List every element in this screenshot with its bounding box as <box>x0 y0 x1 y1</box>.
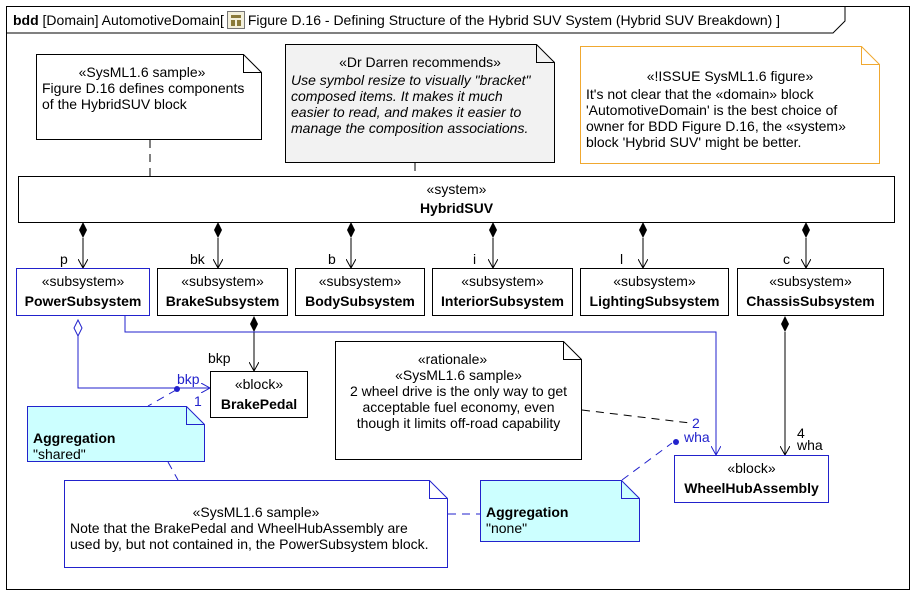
note-stereotype: «rationale» <box>417 351 488 367</box>
role-bkp-shared: bkp <box>177 371 200 387</box>
composition-hybrid-power[interactable] <box>79 222 87 268</box>
role-b: b <box>328 251 336 267</box>
block-hybridsuv[interactable]: «system» HybridSUV <box>18 176 895 223</box>
note-text-line: block 'Hybrid SUV' might be better. <box>586 134 802 150</box>
block-name: BodySubsystem <box>305 293 415 309</box>
note-darren[interactable]: «Dr Darren recommends» Use symbol resize… <box>285 44 555 163</box>
note-value: "none" <box>486 520 528 536</box>
note-stereotype: «!ISSUE SysML1.6 figure» <box>646 68 814 84</box>
anchor-agg-shared-to-bkp <box>147 389 177 407</box>
note-text-line: It's not clear that the «domain» block <box>586 86 814 102</box>
block-stereotype: «subsystem» <box>769 273 852 289</box>
note-sample-bottom[interactable]: «SysML1.6 sample» Note that the BrakePed… <box>64 480 448 568</box>
note-value: "shared" <box>33 446 86 462</box>
note-aggregation-shared[interactable]: Aggregation "shared" <box>27 406 205 462</box>
anchor-rationale-to-wha <box>581 409 691 424</box>
note-issue[interactable]: «!ISSUE SysML1.6 figure» It's not clear … <box>580 46 880 164</box>
frame-label-tab <box>7 7 846 34</box>
role-bk: bk <box>190 251 205 267</box>
block-name: HybridSUV <box>419 200 494 216</box>
block-stereotype: «system» <box>426 181 487 197</box>
anchor-agg-none-to-wha <box>621 442 673 481</box>
role-p: p <box>60 251 68 267</box>
role-c: c <box>783 251 790 267</box>
note-stereotype-2: «SysML1.6 sample» <box>395 367 522 383</box>
block-name: PowerSubsystem <box>24 293 142 309</box>
composition-chassis-wheelhub[interactable] <box>781 316 789 455</box>
frame-header: bdd [Domain] AutomotiveDomain[ Figure D.1… <box>7 7 786 33</box>
note-text-line: owner for BDD Figure D.16, the «system» <box>586 118 846 134</box>
composition-hybrid-lighting[interactable] <box>639 222 647 268</box>
frame-kind: bdd <box>13 12 39 28</box>
note-stereotype: «Dr Darren recommends» <box>339 54 501 70</box>
multiplicity-bkp: 1 <box>194 393 202 409</box>
note-rationale[interactable]: «rationale» «SysML1.6 sample» 2 wheel dr… <box>335 341 582 460</box>
block-name: ChassisSubsystem <box>746 293 875 309</box>
block-interiorsubsystem[interactable]: «subsystem» InteriorSubsystem <box>432 268 573 316</box>
block-stereotype: «subsystem» <box>41 273 125 289</box>
composition-hybrid-body[interactable] <box>347 222 355 268</box>
role-i: i <box>473 251 477 267</box>
block-wheelhubassembly[interactable]: «block» WheelHubAssembly <box>674 455 829 503</box>
note-text-line: though it limits off-road capability <box>356 415 561 431</box>
multiplicity-wha: 4 <box>797 425 805 441</box>
shared-aggregation-power-brakepedal[interactable] <box>73 318 210 388</box>
note-text-line: Note that the BrakePedal and WheelHubAss… <box>70 520 408 536</box>
block-name: LightingSubsystem <box>589 293 720 309</box>
note-text-line: composed items. It makes it much <box>291 88 503 104</box>
note-text-line: of the HybridSUV block <box>42 96 187 112</box>
frame-title: Figure D.16 - Defining Structure of the … <box>247 12 781 28</box>
note-aggregation-none[interactable]: Aggregation "none" <box>480 480 640 542</box>
role-wha: wha <box>797 437 823 453</box>
note-text-line: acceptable fuel economy, even <box>362 399 555 415</box>
block-name: WheelHubAssembly <box>684 480 819 496</box>
block-stereotype: «block» <box>727 460 776 476</box>
note-text-line: easier to read, and makes it easier to <box>291 104 522 120</box>
block-chassissubsystem[interactable]: «subsystem» ChassisSubsystem <box>737 268 884 316</box>
diagram-icon <box>226 11 245 29</box>
anchor-dot-wha <box>673 439 679 445</box>
block-stereotype: «subsystem» <box>461 273 544 289</box>
note-title: Aggregation <box>33 430 116 446</box>
composition-hybrid-chassis[interactable] <box>802 222 810 268</box>
note-title: Aggregation <box>486 504 569 520</box>
frame-context: [Domain] AutomotiveDomain[ <box>42 12 224 28</box>
block-bodysubsystem[interactable]: «subsystem» BodySubsystem <box>295 268 425 316</box>
diagram-frame: bdd [Domain] AutomotiveDomain[ Figure D.1… <box>6 6 910 590</box>
note-text-line: 2 wheel drive is the only way to get <box>349 383 568 399</box>
note-text-line: 'AutomotiveDomain' is the best choice of <box>586 102 838 118</box>
note-text-line: used by, but not contained in, the Power… <box>70 536 429 552</box>
role-wha-association: wha <box>684 429 710 445</box>
block-name: BrakePedal <box>220 396 298 412</box>
block-stereotype: «subsystem» <box>181 273 264 289</box>
block-stereotype: «subsystem» <box>318 273 402 289</box>
composition-hybrid-interior[interactable] <box>489 222 497 268</box>
block-name: BrakeSubsystem <box>165 293 280 309</box>
block-stereotype: «block» <box>234 376 284 392</box>
block-brakesubsystem[interactable]: «subsystem» BrakeSubsystem <box>157 268 288 316</box>
note-text-line: manage the composition associations. <box>291 120 529 136</box>
note-sample-top[interactable]: «SysML1.6 sample» Figure D.16 defines co… <box>36 54 262 140</box>
block-brakepedal[interactable]: «block» BrakePedal <box>210 371 308 418</box>
block-stereotype: «subsystem» <box>613 273 696 289</box>
multiplicity-wha-association: 2 <box>692 415 700 431</box>
block-name: InteriorSubsystem <box>441 293 564 309</box>
role-bkp: bkp <box>208 350 231 366</box>
block-powersubsystem[interactable]: «subsystem» PowerSubsystem <box>16 268 150 316</box>
note-stereotype: «SysML1.6 sample» <box>78 64 206 80</box>
note-stereotype: «SysML1.6 sample» <box>192 504 320 520</box>
block-lightingsubsystem[interactable]: «subsystem» LightingSubsystem <box>580 268 729 316</box>
association-power-wheelhub[interactable] <box>124 316 716 455</box>
anchor-dot-bkp <box>174 386 180 392</box>
role-l: l <box>620 251 624 267</box>
note-text-line: Figure D.16 defines components <box>42 80 245 96</box>
anchor-agg-shared-to-bottom <box>167 461 179 481</box>
composition-hybrid-brake[interactable] <box>214 222 222 268</box>
composition-brake-brakepedal[interactable] <box>250 316 258 371</box>
note-text-line: Use symbol resize to visually "bracket" <box>291 72 531 88</box>
